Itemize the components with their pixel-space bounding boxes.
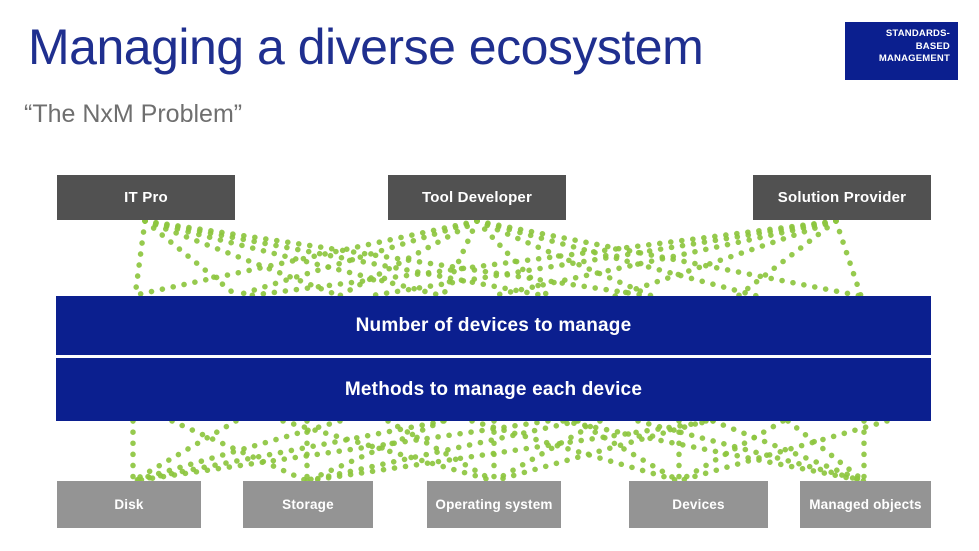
role-box-solution-provider[interactable]: Solution Provider <box>753 175 931 220</box>
object-box-storage[interactable]: Storage <box>243 481 373 528</box>
object-box-label: Managed objects <box>809 497 922 512</box>
badge-line-1: STANDARDS- <box>885 28 950 39</box>
role-box-label: Solution Provider <box>777 189 907 206</box>
object-box-label: Disk <box>114 497 144 512</box>
object-box-label: Storage <box>282 497 334 512</box>
bar-label: Methods to manage each device <box>344 378 643 400</box>
object-box-label: Devices <box>672 497 725 512</box>
object-box-devices[interactable]: Devices <box>629 481 768 528</box>
bar-label: Number of devices to manage <box>355 314 632 336</box>
badge-line-3: MANAGEMENT <box>878 53 950 64</box>
page-subtitle: “The NxM Problem” <box>24 100 243 128</box>
page-title: Managing a diverse ecosystem <box>28 19 704 75</box>
bar-methods-to-manage: Methods to manage each device <box>56 358 931 421</box>
object-box-disk[interactable]: Disk <box>57 481 201 528</box>
role-box-tool-developer[interactable]: Tool Developer <box>388 175 566 220</box>
object-box-managed-objects[interactable]: Managed objects <box>800 481 931 528</box>
object-box-operating-system[interactable]: Operating system <box>427 481 561 528</box>
role-box-label: Tool Developer <box>421 189 533 206</box>
role-box-it-pro[interactable]: IT Pro <box>57 175 235 220</box>
standards-based-management-badge: STANDARDS- BASED MANAGEMENT <box>845 22 958 80</box>
role-box-label: IT Pro <box>124 189 168 206</box>
object-box-label: Operating system <box>435 497 553 512</box>
badge-line-2: BASED <box>915 40 950 52</box>
bar-number-of-devices: Number of devices to manage <box>56 296 931 355</box>
